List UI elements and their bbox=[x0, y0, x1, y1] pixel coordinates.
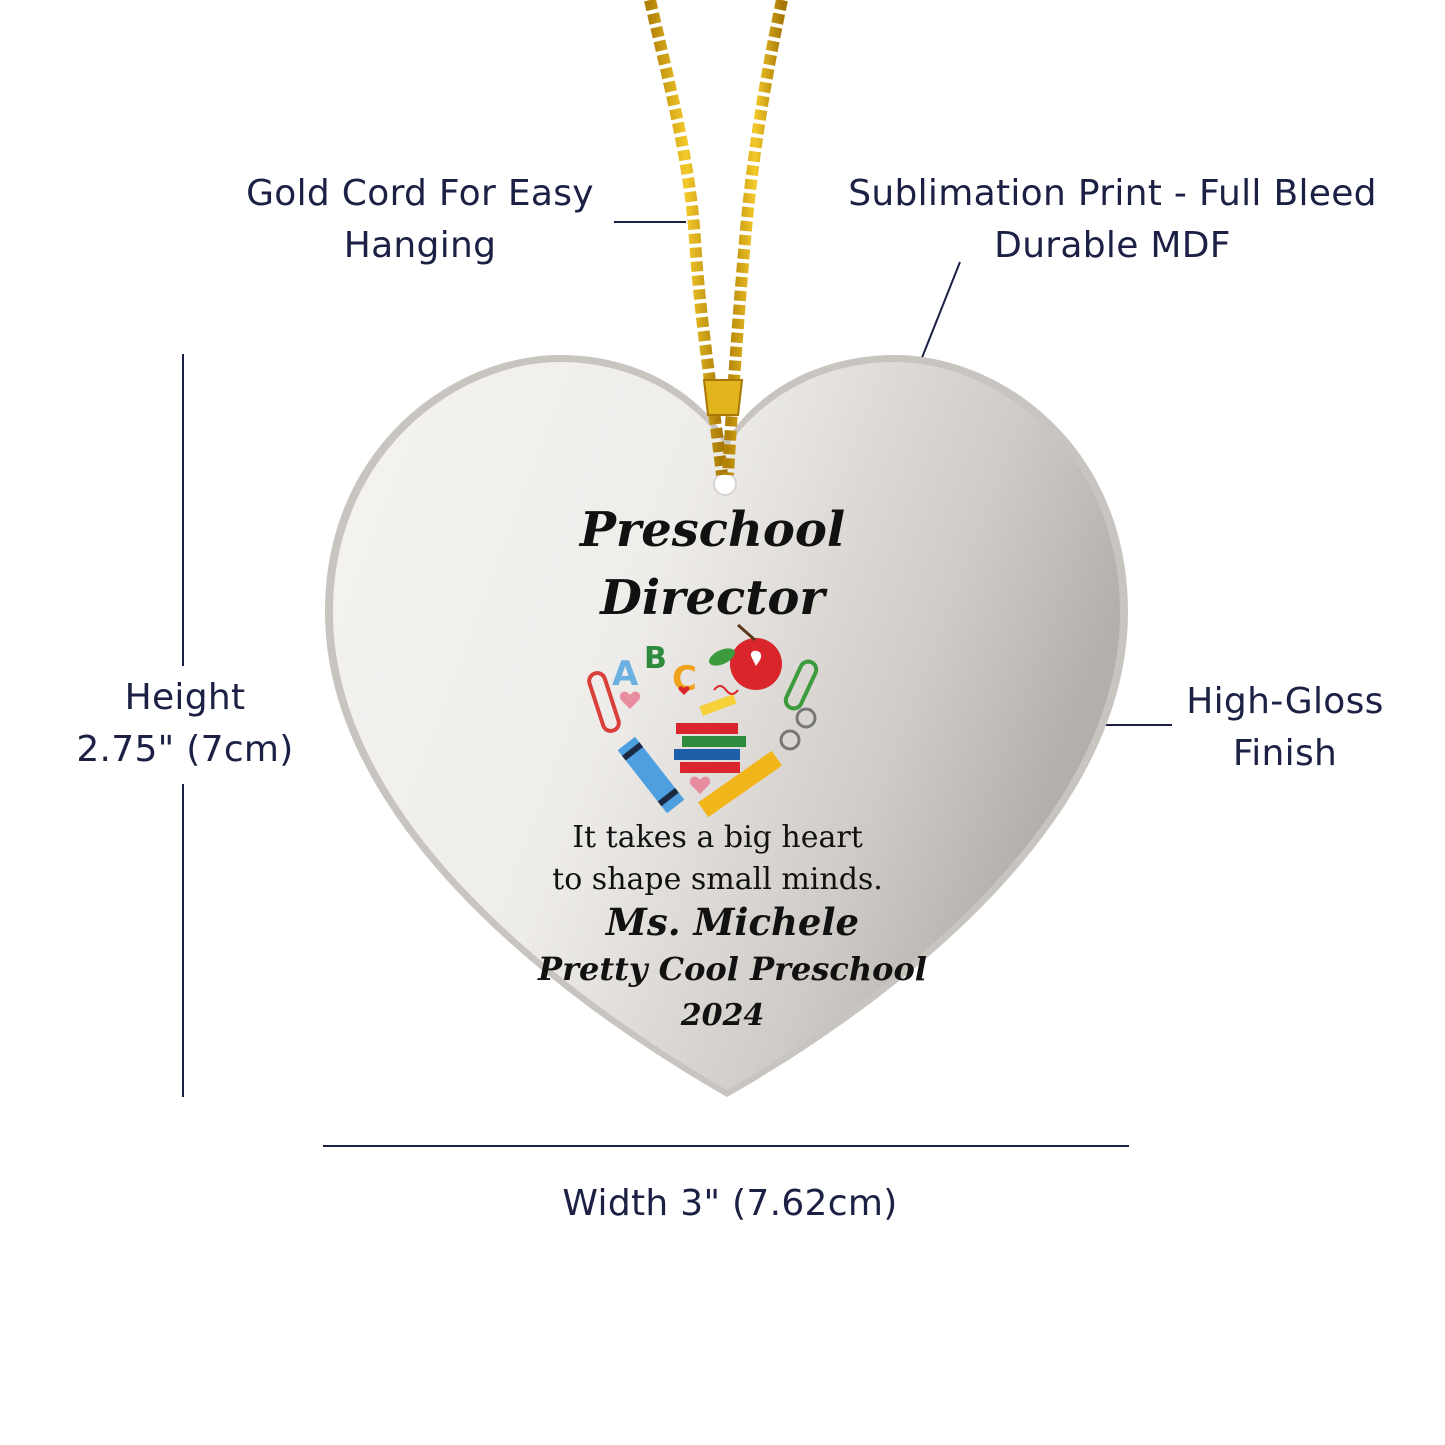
height-callout-line1: Height bbox=[124, 677, 246, 718]
gold-cord-callout-line2: Hanging bbox=[343, 225, 497, 266]
pencil-icon bbox=[699, 694, 737, 716]
ornament-quote-line1: It takes a big heart bbox=[572, 820, 863, 855]
ornament-school-name: Pretty Cool Preschool bbox=[538, 950, 927, 988]
gloss-callout-line1: High-Gloss bbox=[1186, 681, 1384, 722]
print-callout: Sublimation Print - Full Bleed Durable M… bbox=[840, 168, 1385, 272]
school-supplies-heart-art: A B C bbox=[587, 623, 819, 818]
print-callout-line1: Sublimation Print - Full Bleed bbox=[848, 173, 1377, 214]
ornament-title-line1: Preschool bbox=[579, 502, 846, 558]
gold-cord-callout: Gold Cord For Easy Hanging bbox=[230, 168, 610, 272]
ornament-quote-line2: to shape small minds. bbox=[552, 862, 883, 897]
books-icon bbox=[674, 723, 746, 773]
apple-icon bbox=[708, 623, 782, 690]
ornament-year: 2024 bbox=[680, 998, 765, 1033]
print-callout-line2: Durable MDF bbox=[994, 225, 1231, 266]
ornament-title-line2: Director bbox=[600, 570, 825, 626]
art-letter-b: B bbox=[644, 641, 667, 676]
ornament-recipient-name: Ms. Michele bbox=[605, 900, 860, 944]
spiral-decor bbox=[713, 685, 739, 695]
glasses-icon bbox=[779, 707, 817, 751]
gold-cord bbox=[644, 0, 788, 476]
height-callout-line2: 2.75" (7cm) bbox=[76, 729, 294, 770]
height-callout: Height 2.75" (7cm) bbox=[60, 672, 310, 776]
gold-cord-callout-line1: Gold Cord For Easy bbox=[246, 173, 594, 214]
art-letter-a: A bbox=[612, 654, 639, 694]
gloss-callout-line2: Finish bbox=[1232, 733, 1338, 774]
hanging-hole bbox=[713, 472, 737, 496]
paperclip-icon bbox=[587, 659, 819, 733]
gloss-callout: High-Gloss Finish bbox=[1165, 676, 1405, 780]
width-callout-text: Width 3" (7.62cm) bbox=[562, 1183, 898, 1224]
small-hearts-decor bbox=[619, 686, 711, 794]
ruler-icon bbox=[697, 750, 783, 818]
width-callout: Width 3" (7.62cm) bbox=[520, 1178, 940, 1230]
crayon-icon bbox=[617, 736, 685, 814]
